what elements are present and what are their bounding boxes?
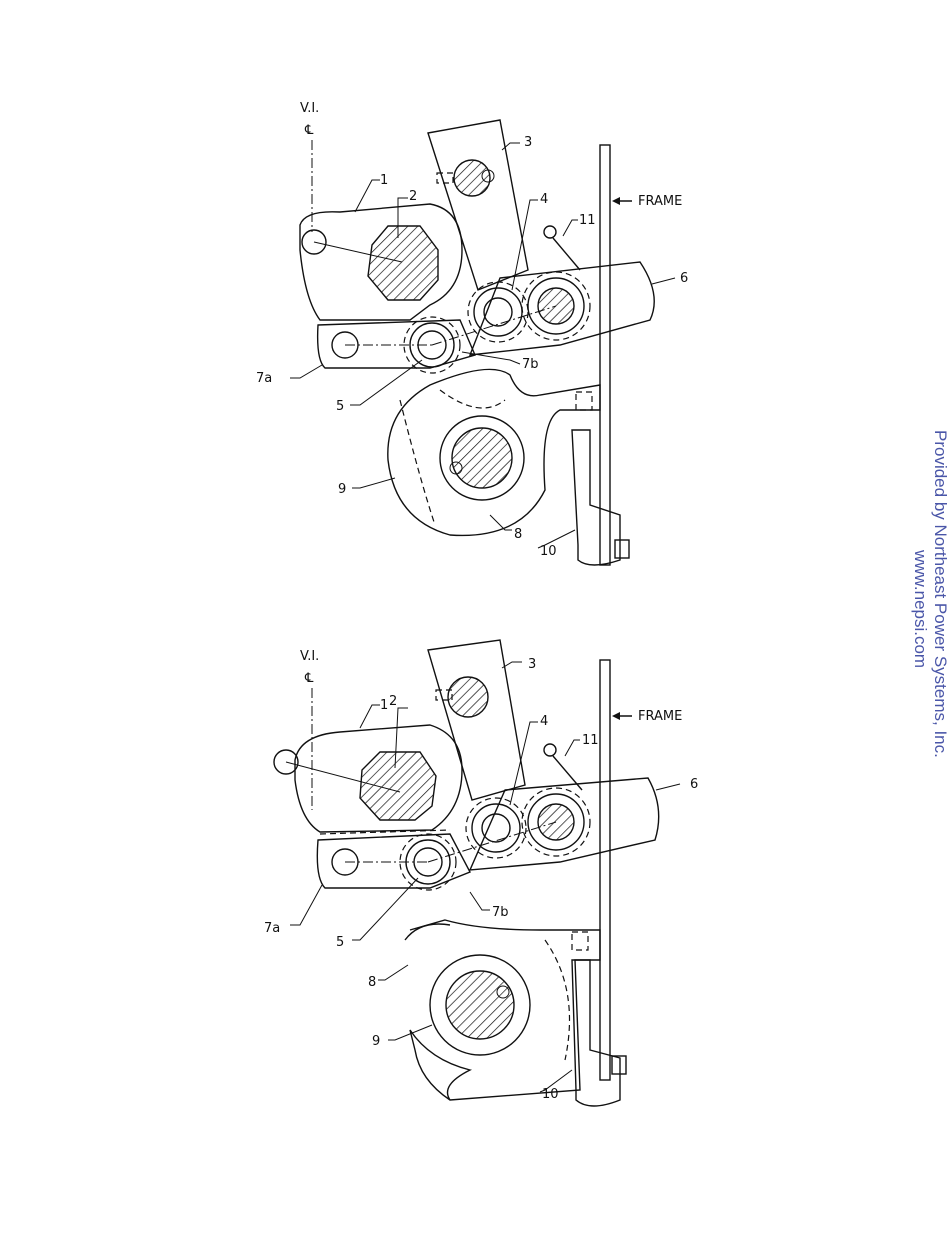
frame-bar [600,145,610,565]
label-7a: 7a [256,371,272,386]
part-9-shaft [452,428,512,488]
part-3-arm [428,640,525,800]
label-7b: 7b [492,905,509,920]
figure-top: V.I. ℄ [256,101,688,565]
label-5: 5 [336,935,344,950]
label-6: 6 [680,271,688,286]
label-6: 6 [690,777,698,792]
label-4: 4 [540,714,548,729]
figure-bottom: V.I. ℄ [264,640,698,1106]
provider-watermark: Provided by Northeast Power Systems, Inc… [912,200,950,760]
label-10: 10 [542,1087,559,1102]
part-2-hex-shaft [360,752,436,820]
label-4: 4 [540,192,548,207]
label-1: 1 [380,698,388,713]
part-3-arm [428,120,528,290]
part-3-shaft [448,677,488,717]
label-11: 11 [579,213,596,228]
part-4-roller [474,288,522,336]
vi-label: V.I. [300,649,319,664]
vi-label: V.I. [300,101,319,116]
label-1: 1 [380,173,388,188]
part-9-shaft [446,971,514,1039]
part-7a-link [318,320,475,368]
centerline-symbol: ℄ [304,123,314,138]
part-11-pin [544,744,556,756]
label-2: 2 [409,189,417,204]
part-2-hex-shaft [368,226,438,300]
label-8: 8 [368,975,376,990]
part-3-key [437,173,453,183]
part-11-spring [553,238,580,270]
label-2: 2 [389,694,397,709]
label-9: 9 [338,482,346,497]
label-9: 9 [372,1034,380,1049]
label-7b: 7b [522,357,539,372]
label-10: 10 [540,544,557,559]
frame-bar [600,660,610,1080]
frame-label: FRAME [638,194,682,209]
part-3-shaft [454,160,490,196]
label-3: 3 [528,657,536,672]
label-3: 3 [524,135,532,150]
watermark-provider: Provided by Northeast Power Systems, Inc… [930,430,950,758]
label-7a: 7a [264,921,280,936]
part-10-latch [572,430,620,565]
watermark-url: www.nepsi.com [910,550,930,668]
label-8: 8 [514,527,522,542]
frame-label: FRAME [638,709,682,724]
label-11: 11 [582,733,599,748]
centerline-symbol: ℄ [304,671,314,686]
part-11-pin [544,226,556,238]
label-5: 5 [336,399,344,414]
